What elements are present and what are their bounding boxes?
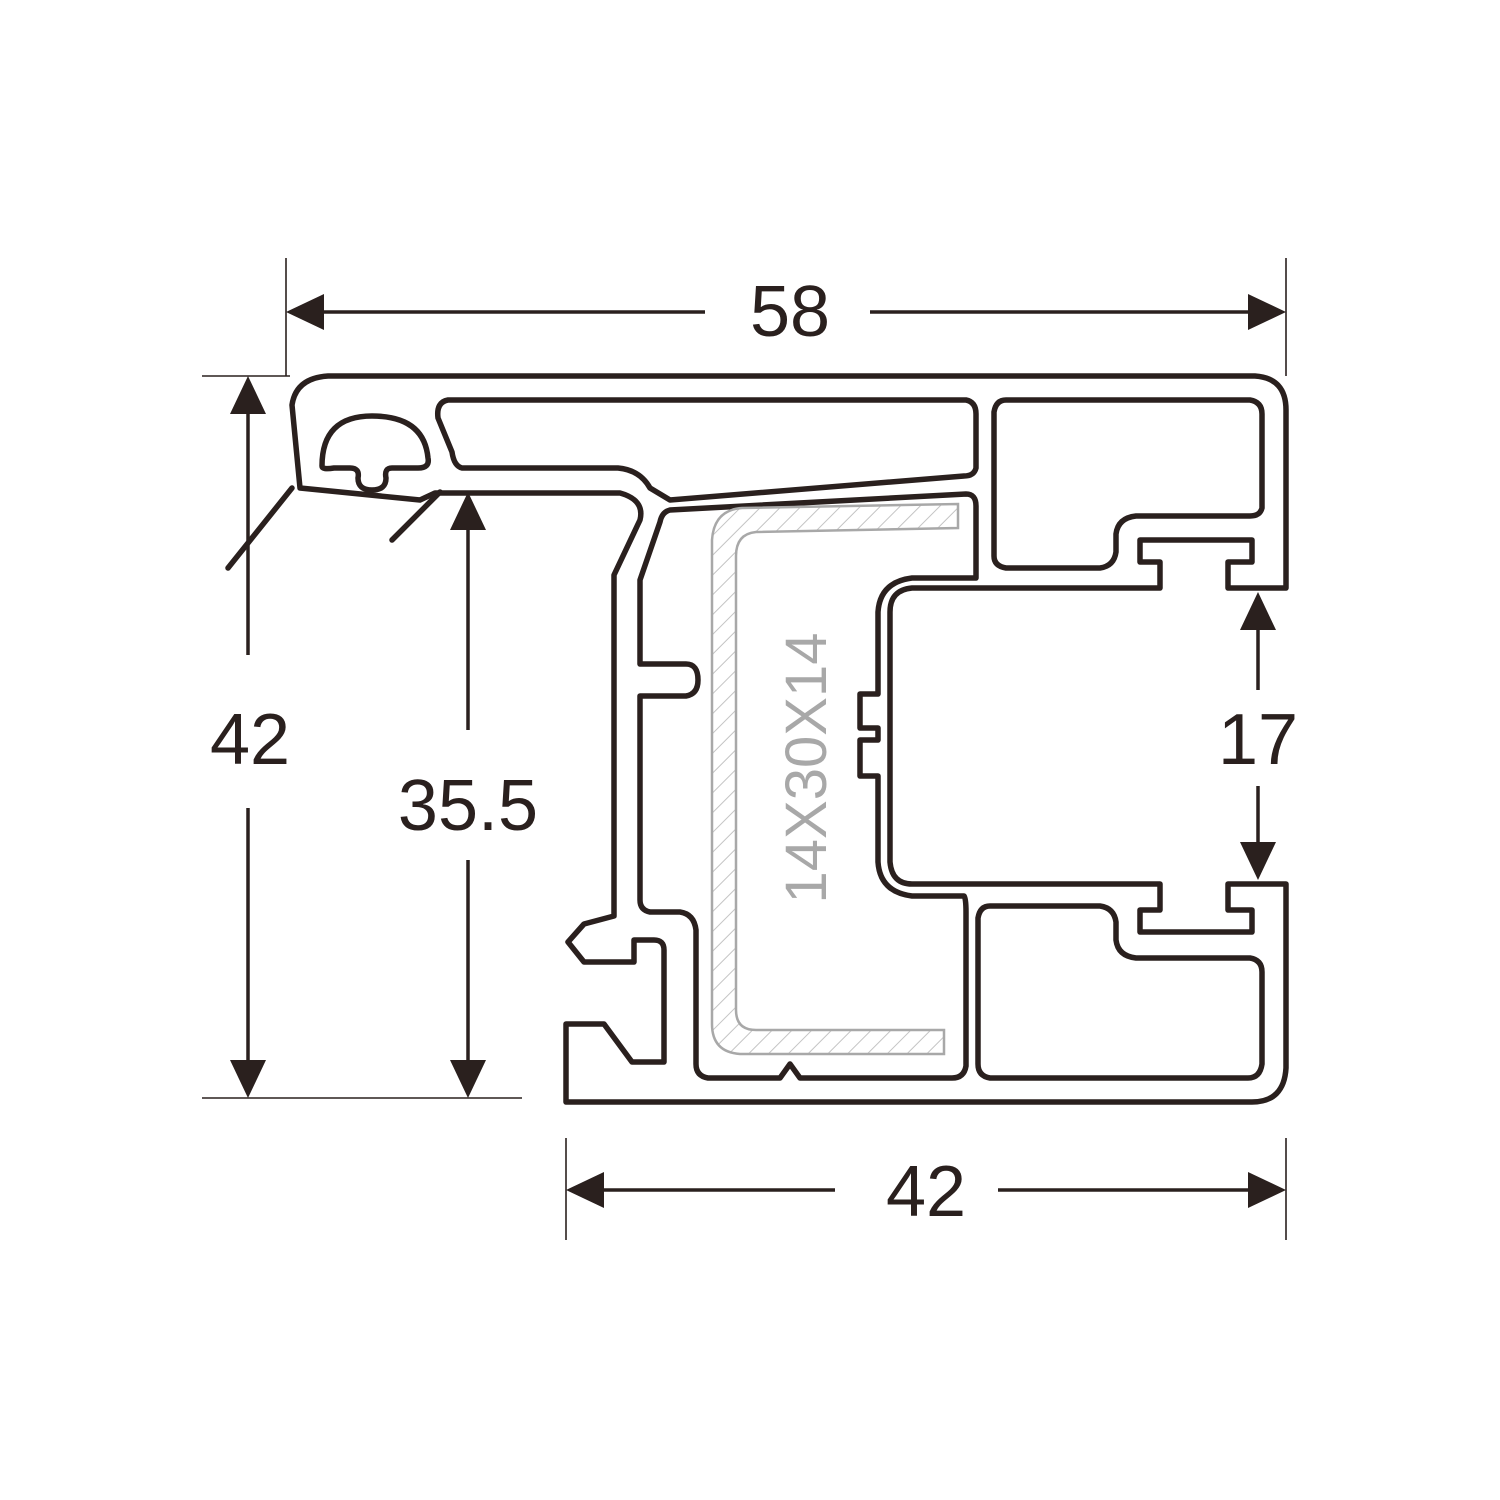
profile-outer-contour: [289, 373, 1289, 1105]
arrow-top-right: [1248, 294, 1286, 330]
arrow-inner-top: [450, 492, 486, 530]
chamber-bottom-right: [975, 903, 1265, 1081]
arrow-bottom-left: [566, 1172, 604, 1208]
arrow-bottom-right: [1248, 1172, 1286, 1208]
dim-label-inner-height: 35.5: [398, 766, 538, 846]
profile-left-lip-inner: [389, 489, 443, 543]
chamber-top-right: [991, 397, 1265, 571]
chamber-center: [637, 491, 979, 1081]
insert-size-label: 14X30X14: [774, 633, 839, 904]
dim-label-left-height: 42: [210, 700, 290, 780]
arrow-inner-bottom: [450, 1060, 486, 1098]
steel-insert: [710, 502, 960, 1056]
arrow-top-left: [286, 294, 324, 330]
arrow-right-top: [1240, 592, 1276, 630]
dim-label-right-gap: 17: [1218, 700, 1298, 780]
dim-label-bottom-width: 42: [886, 1152, 966, 1232]
dim-label-top-width: 58: [750, 272, 830, 352]
arrow-left-top: [230, 376, 266, 414]
gasket-bead: [319, 413, 432, 493]
arrow-left-bottom: [230, 1060, 266, 1098]
arrow-right-bottom: [1240, 842, 1276, 880]
chamber-upper: [434, 397, 979, 503]
profile-left-lip: [225, 485, 295, 571]
